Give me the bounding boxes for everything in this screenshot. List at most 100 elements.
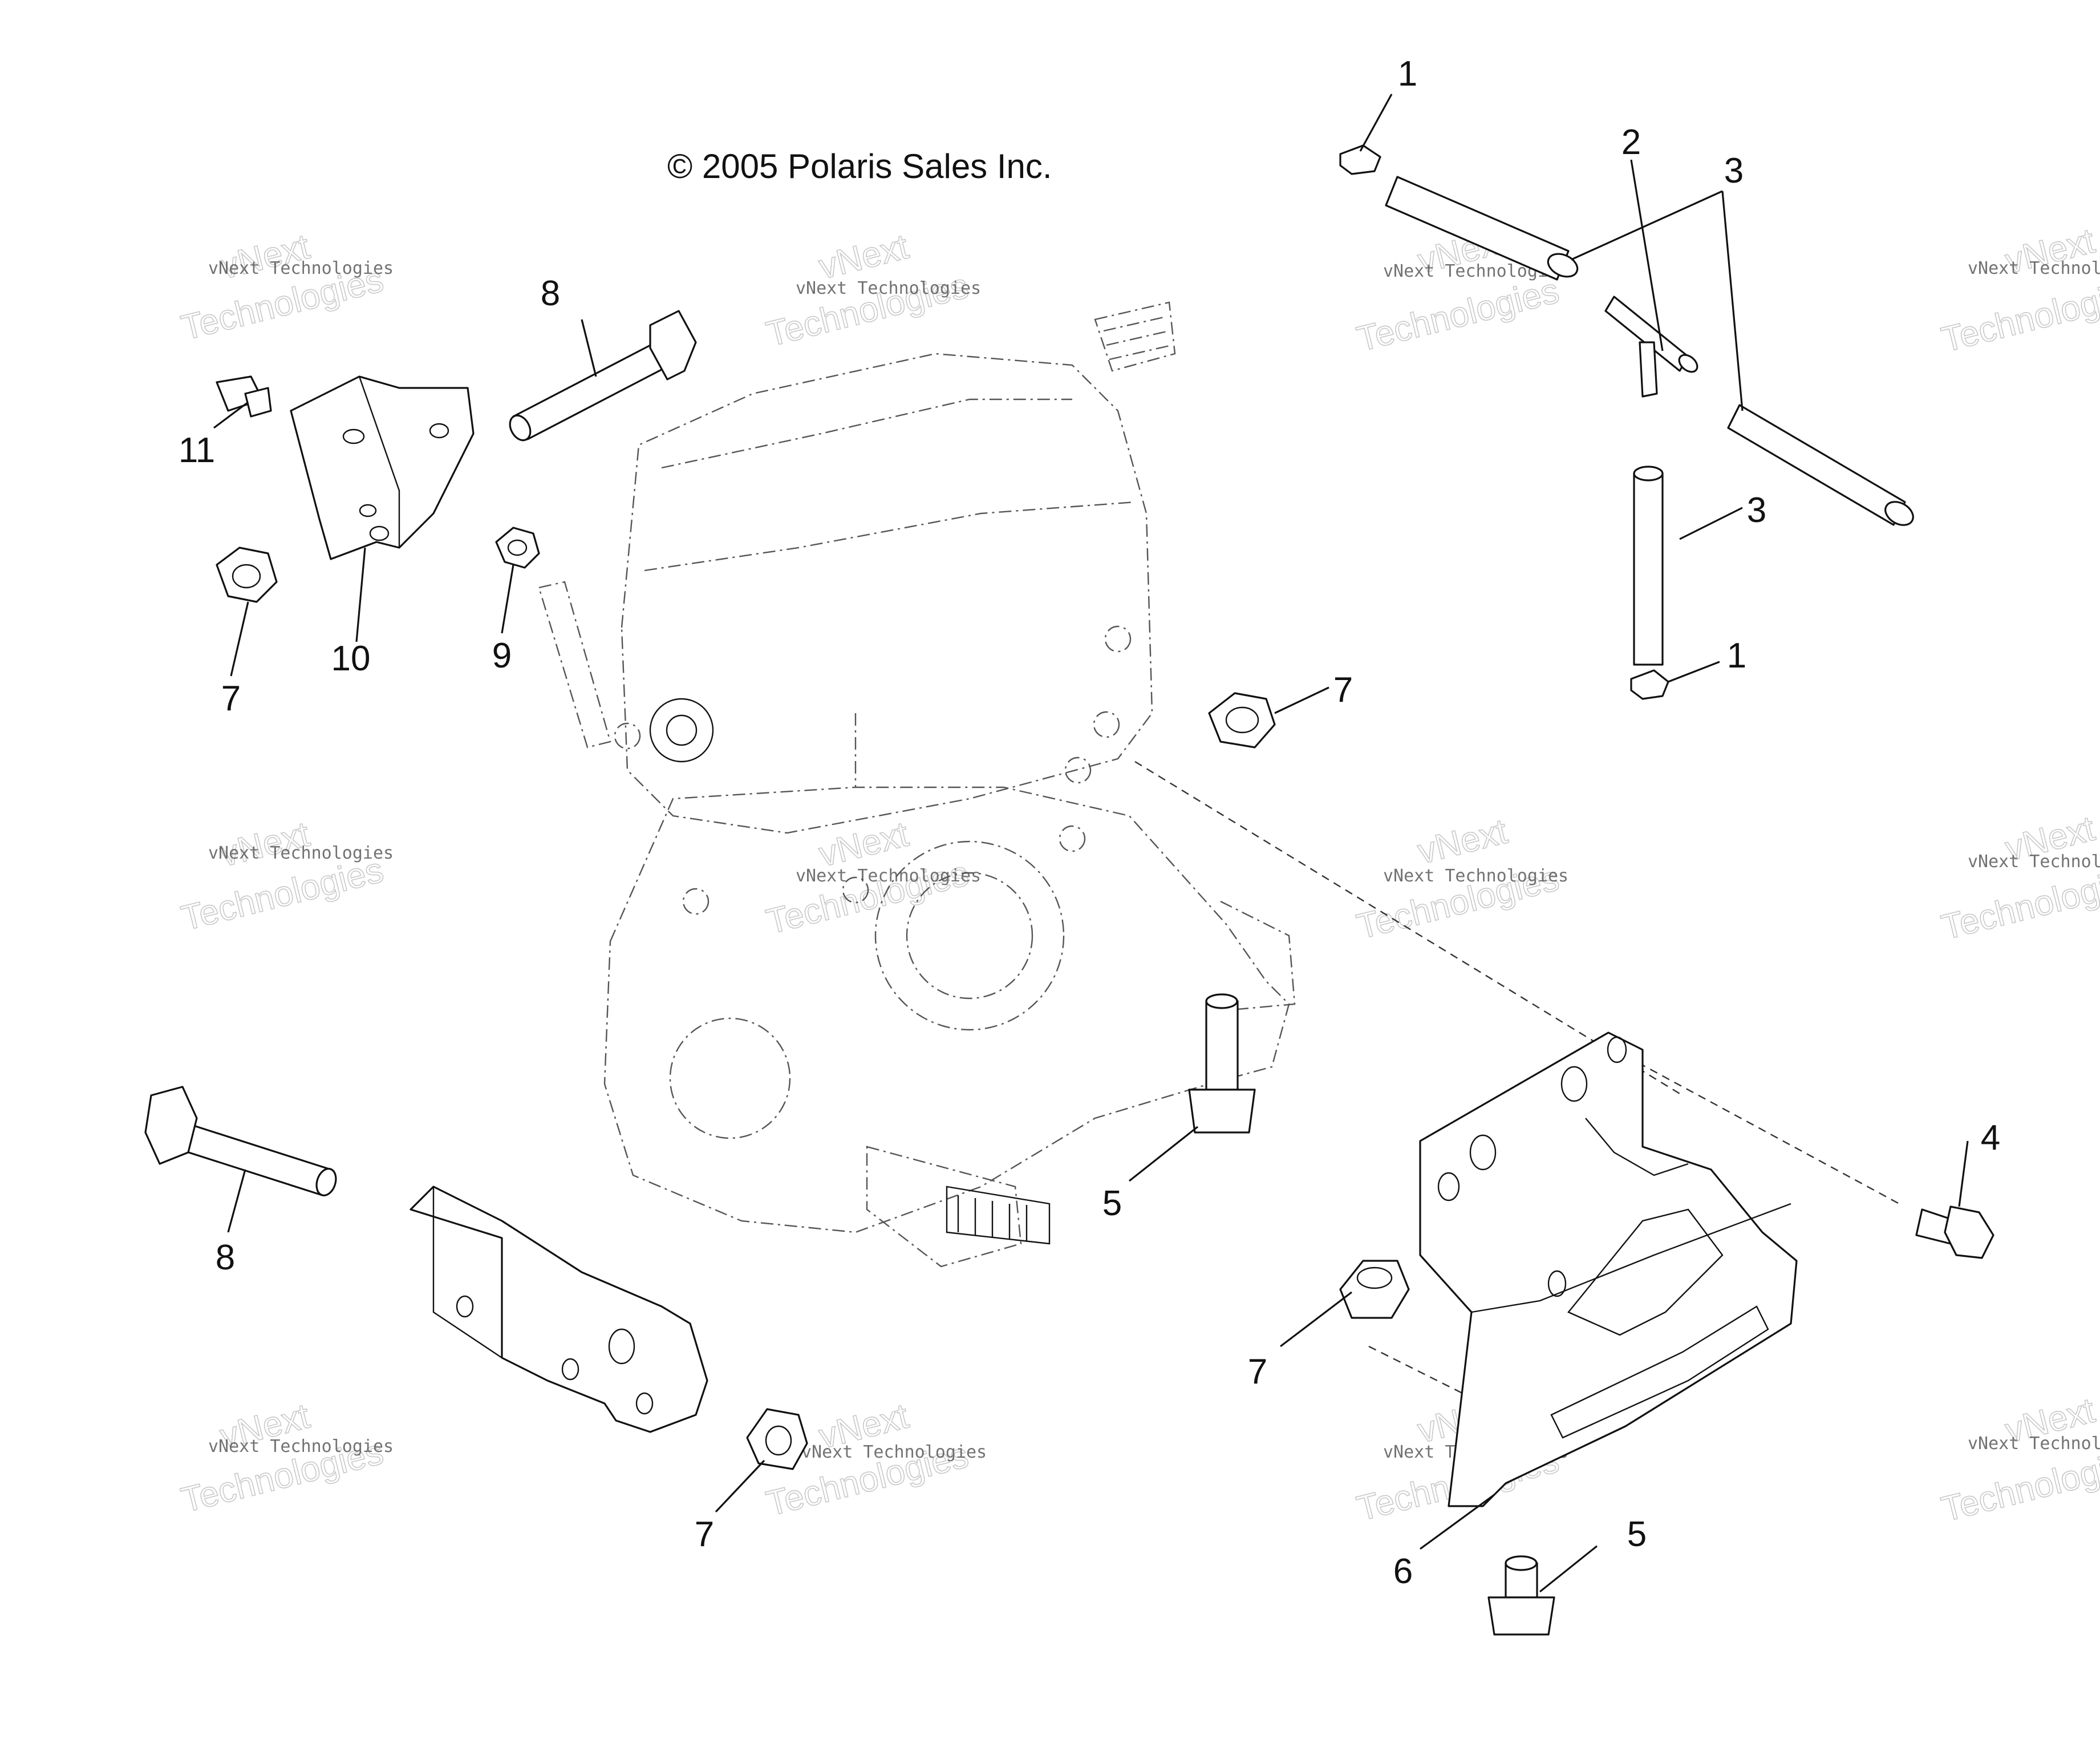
- lower-housing-outline: [603, 786, 1290, 1233]
- callout-10: 10: [331, 639, 371, 678]
- bracket-fold: [358, 376, 400, 548]
- part-6-mount-bracket: [1419, 1031, 1798, 1507]
- hose-end: [1633, 466, 1664, 482]
- housing-bolt: [1104, 625, 1132, 653]
- watermark-4: vNext Technologies vNext Technologies: [1937, 221, 2100, 361]
- part-5-bolt-lower: [1487, 1555, 1555, 1636]
- svg-text:vNext Technologies: vNext Technologies: [796, 278, 981, 298]
- bolt-shank: [1205, 1000, 1239, 1091]
- svg-text:vNext Technologies: vNext Technologies: [1968, 1434, 2100, 1454]
- output-shaft-bottom-housing: [866, 1146, 1022, 1268]
- part-7-nut-right: [1339, 1260, 1410, 1319]
- svg-text:vNext Technologies: vNext Technologies: [1968, 852, 2100, 872]
- callout-8-lower: 8: [216, 1238, 235, 1277]
- svg-text:vNext Technologies: vNext Technologies: [796, 866, 981, 886]
- part-10-bracket: [290, 375, 475, 560]
- part-4-bolt: [1915, 1205, 1994, 1259]
- bolt-tip: [1205, 993, 1238, 1009]
- nut-hex: [495, 527, 540, 569]
- hose-tube: [1727, 404, 1906, 526]
- leader-6: [1420, 1494, 1495, 1550]
- input-shaft-bore: [666, 714, 698, 746]
- part-9-nut: [495, 527, 540, 569]
- svg-text:Technologies: Technologies: [1937, 272, 2100, 360]
- bolt-flange: [649, 310, 697, 381]
- leader-2: [1630, 159, 1664, 351]
- part-11-bolt: [216, 375, 272, 418]
- hose-tube: [1385, 176, 1570, 281]
- part-2-tee-fitting: [1604, 296, 1698, 398]
- leader-7-center: [1274, 686, 1329, 714]
- leader-10: [355, 547, 366, 642]
- part-7-nut-bottom: [746, 1408, 808, 1470]
- output-shaft-top-splines: [1103, 315, 1173, 361]
- bracket-hole: [456, 1295, 474, 1318]
- watermark-6: vNext Technologies vNext Technologies: [762, 814, 981, 942]
- callout-7-left: 7: [221, 679, 241, 718]
- bracket-hole: [608, 1328, 635, 1365]
- bracket-fold: [432, 1187, 502, 1358]
- callout-numbers: 1 2 3 3 1 7 8 11 10 7 9 8 5 4 7 7 6 5: [179, 54, 2000, 1591]
- callout-8-upper: 8: [541, 274, 560, 313]
- bracket-body: [290, 375, 475, 560]
- bolt-tip: [1505, 1555, 1538, 1571]
- bolt-head: [1944, 1205, 1994, 1259]
- bolt-flange: [144, 1086, 198, 1165]
- callout-4: 4: [1981, 1118, 2000, 1158]
- leader-1-lower: [1668, 661, 1720, 683]
- input-shaft-hub: [649, 698, 714, 763]
- bolt-tip: [509, 414, 532, 442]
- callout-7-center: 7: [1333, 670, 1353, 710]
- callout-5-lower: 5: [1627, 1515, 1647, 1554]
- upper-housing-outline: [621, 353, 1153, 834]
- part-3-hose-upper: [1385, 176, 1579, 281]
- part-5-bolt-upper: [1188, 993, 1256, 1134]
- callout-6: 6: [1393, 1552, 1413, 1591]
- leader-3-lower: [1679, 507, 1743, 540]
- housing-bolt: [1064, 756, 1092, 784]
- nut-hex: [746, 1408, 808, 1470]
- hose-tube: [1633, 472, 1664, 666]
- leader-7-left: [230, 601, 249, 677]
- bracket-slot: [1550, 1305, 1769, 1439]
- bracket-tab: [1585, 1118, 1689, 1176]
- part-7-nut-left: [216, 547, 278, 603]
- bracket-plate: [1419, 1031, 1798, 1507]
- bolt-flange: [1487, 1596, 1555, 1636]
- callout-5-upper: 5: [1102, 1184, 1122, 1223]
- nut-hex: [1208, 692, 1276, 748]
- svg-text:Technologies: Technologies: [1353, 271, 1563, 359]
- leader-9: [501, 564, 514, 634]
- bolt-tip: [315, 1168, 337, 1196]
- callout-9: 9: [492, 636, 512, 675]
- bracket-hole: [1469, 1134, 1497, 1171]
- upper-housing-seam: [644, 501, 1136, 572]
- tee-end: [1678, 354, 1698, 373]
- bracket-hole: [369, 525, 390, 541]
- housing-bolt: [1059, 825, 1086, 852]
- housing-bolt: [614, 722, 641, 750]
- svg-text:Technologies: Technologies: [1937, 859, 2100, 948]
- nut-bore: [232, 564, 261, 589]
- housing-bolt: [1093, 711, 1120, 738]
- part-3-hose-right: [1727, 404, 1914, 526]
- leader-8-upper: [581, 319, 597, 377]
- svg-text:vNext Technologies: vNext Technologies: [801, 1442, 987, 1462]
- bracket-hole: [635, 1392, 654, 1415]
- part-8-bolt-upper: [509, 310, 697, 442]
- callout-3-upper: 3: [1724, 151, 1744, 191]
- svg-text:vNext Technologies: vNext Technologies: [208, 843, 394, 863]
- output-shaft-top: [1094, 301, 1176, 372]
- watermark-2: vNext Technologies vNext Technologies: [762, 226, 981, 355]
- hose-end: [1884, 501, 1914, 526]
- svg-text:vNext Technologies: vNext Technologies: [208, 258, 394, 278]
- copyright-notice: © 2005 Polaris Sales Inc.: [667, 147, 1052, 185]
- watermark-9: vNext Technologies vNext Technologies: [177, 1396, 394, 1521]
- lower-housing-bearing-cover: [669, 1017, 791, 1139]
- nut-bore: [1225, 706, 1259, 734]
- bracket-hole: [1607, 1036, 1627, 1063]
- bolt-shank: [179, 1123, 332, 1196]
- bracket-hole: [1437, 1172, 1460, 1201]
